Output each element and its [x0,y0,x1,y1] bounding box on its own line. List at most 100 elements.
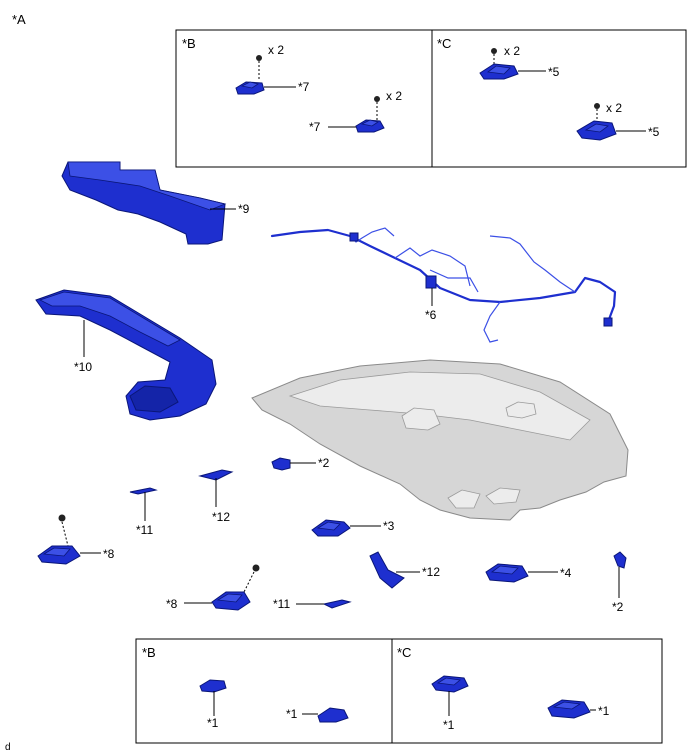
part-3: *3 [311,519,395,537]
label-2a: *2 [318,456,330,470]
part-7-upper: x 2 *7 [235,43,310,95]
tape-11-shape [322,599,352,609]
qty-7a: x 2 [268,43,284,57]
wire-branch [489,235,576,293]
bracket-7-highlight [240,81,259,89]
qty-5a: x 2 [504,44,520,58]
upper-right-header: *C [437,36,451,51]
label-2b: *2 [612,600,624,614]
label-1b: *1 [286,707,298,721]
part-1-b-upper: *1 [199,679,227,730]
part-12-lower: *12 [369,551,440,589]
label-9: *9 [238,202,250,216]
label-10: *10 [74,360,92,374]
label-3: *3 [383,519,395,533]
part-4: *4 [485,563,572,583]
part-8-center: *8 [166,564,260,611]
screw-icon [491,48,497,54]
tape-11-shape [129,487,158,495]
lamp-3-highlight [316,521,341,531]
headliner-opening [401,407,441,431]
headliner-opening [505,401,537,419]
part-5-lower: x 2 *5 [576,101,660,141]
part-6-wire-harness: *6 [270,227,617,343]
bracket-7-highlight [360,119,379,127]
label-5a: *5 [548,65,560,79]
wire-connector [603,317,613,327]
screw-guide [243,571,255,593]
part-7-lower: x 2 *7 [309,89,402,134]
headliner [251,359,629,521]
figure-code: d [5,742,11,753]
screw-icon [374,96,380,102]
part-5-upper: x 2 *5 [479,44,560,80]
qty-5b: x 2 [606,101,622,115]
label-8a: *8 [103,547,115,561]
label-8b: *8 [166,597,178,611]
label-7a: *7 [298,80,310,94]
label-11b: *11 [273,597,290,611]
label-1d: *1 [598,704,610,718]
label-1a: *1 [207,716,219,730]
bracket-5-highlight [486,65,511,75]
duct-10-top [38,291,181,347]
tape-12-shape [198,469,234,481]
lower-left-header: *B [142,645,156,660]
lower-right-header: *C [397,645,411,660]
label-4: *4 [560,566,572,580]
part-2-lower: *2 [612,551,627,614]
label-6: *6 [425,308,437,322]
lamp-1-highlight [436,677,461,686]
upper-left-header: *B [182,36,196,51]
part-1-c-lower: *1 [547,699,610,719]
headliner-inner [288,371,591,441]
wire-branch [429,269,479,293]
lamp-1-highlight [552,701,582,710]
holder-8-highlight [42,547,71,557]
part-2-upper: *2 [271,456,330,471]
wire-branch [483,301,501,343]
part-9-pad: *9 [61,161,250,245]
part-1-b-lower: *1 [286,707,349,723]
headliner-opening [447,489,481,509]
headliner-opening [485,487,521,505]
label-1c: *1 [443,718,455,732]
holder-8-highlight [216,593,243,603]
part-11-lower: *11 [273,597,352,611]
wire-main [270,228,617,324]
lower-group: *B *C *1 *1 *1 *1 [135,638,663,744]
screw-icon [594,103,600,109]
label-11a: *11 [136,523,153,537]
bracket-5-highlight [584,123,609,133]
qty-7b: x 2 [386,89,402,103]
clip-2-shape [271,457,291,471]
label-5b: *5 [648,125,660,139]
lamp-4-highlight [490,565,519,575]
part-10-duct: *10 [35,289,217,421]
label-7b: *7 [309,120,321,134]
wire-connector [425,275,437,289]
screw-icon [252,564,260,572]
part-1-c-upper: *1 [431,675,469,732]
part-11-upper: *11 [129,487,158,537]
upper-group: *B *C x 2 *7 x 2 *7 [175,29,687,168]
screw-icon [58,514,66,522]
screw-icon [256,55,262,61]
wire-branch [394,247,471,287]
lamp-1-shape [317,707,349,723]
duct-10-shape [35,289,217,421]
part-8-left: *8 [37,514,115,565]
label-12b: *12 [422,565,440,579]
duct-10-outlet [129,385,179,413]
pad-9-top [67,161,227,211]
lamp-1-shape [199,679,227,693]
clip-2-shape [613,551,627,569]
lower-frame [135,638,663,744]
screw-guide [61,521,69,547]
label-12a: *12 [212,510,230,524]
wire-connector [349,232,359,242]
upper-frame [175,29,687,168]
figure-title: *A [12,12,26,27]
part-12-upper: *12 [198,469,234,524]
